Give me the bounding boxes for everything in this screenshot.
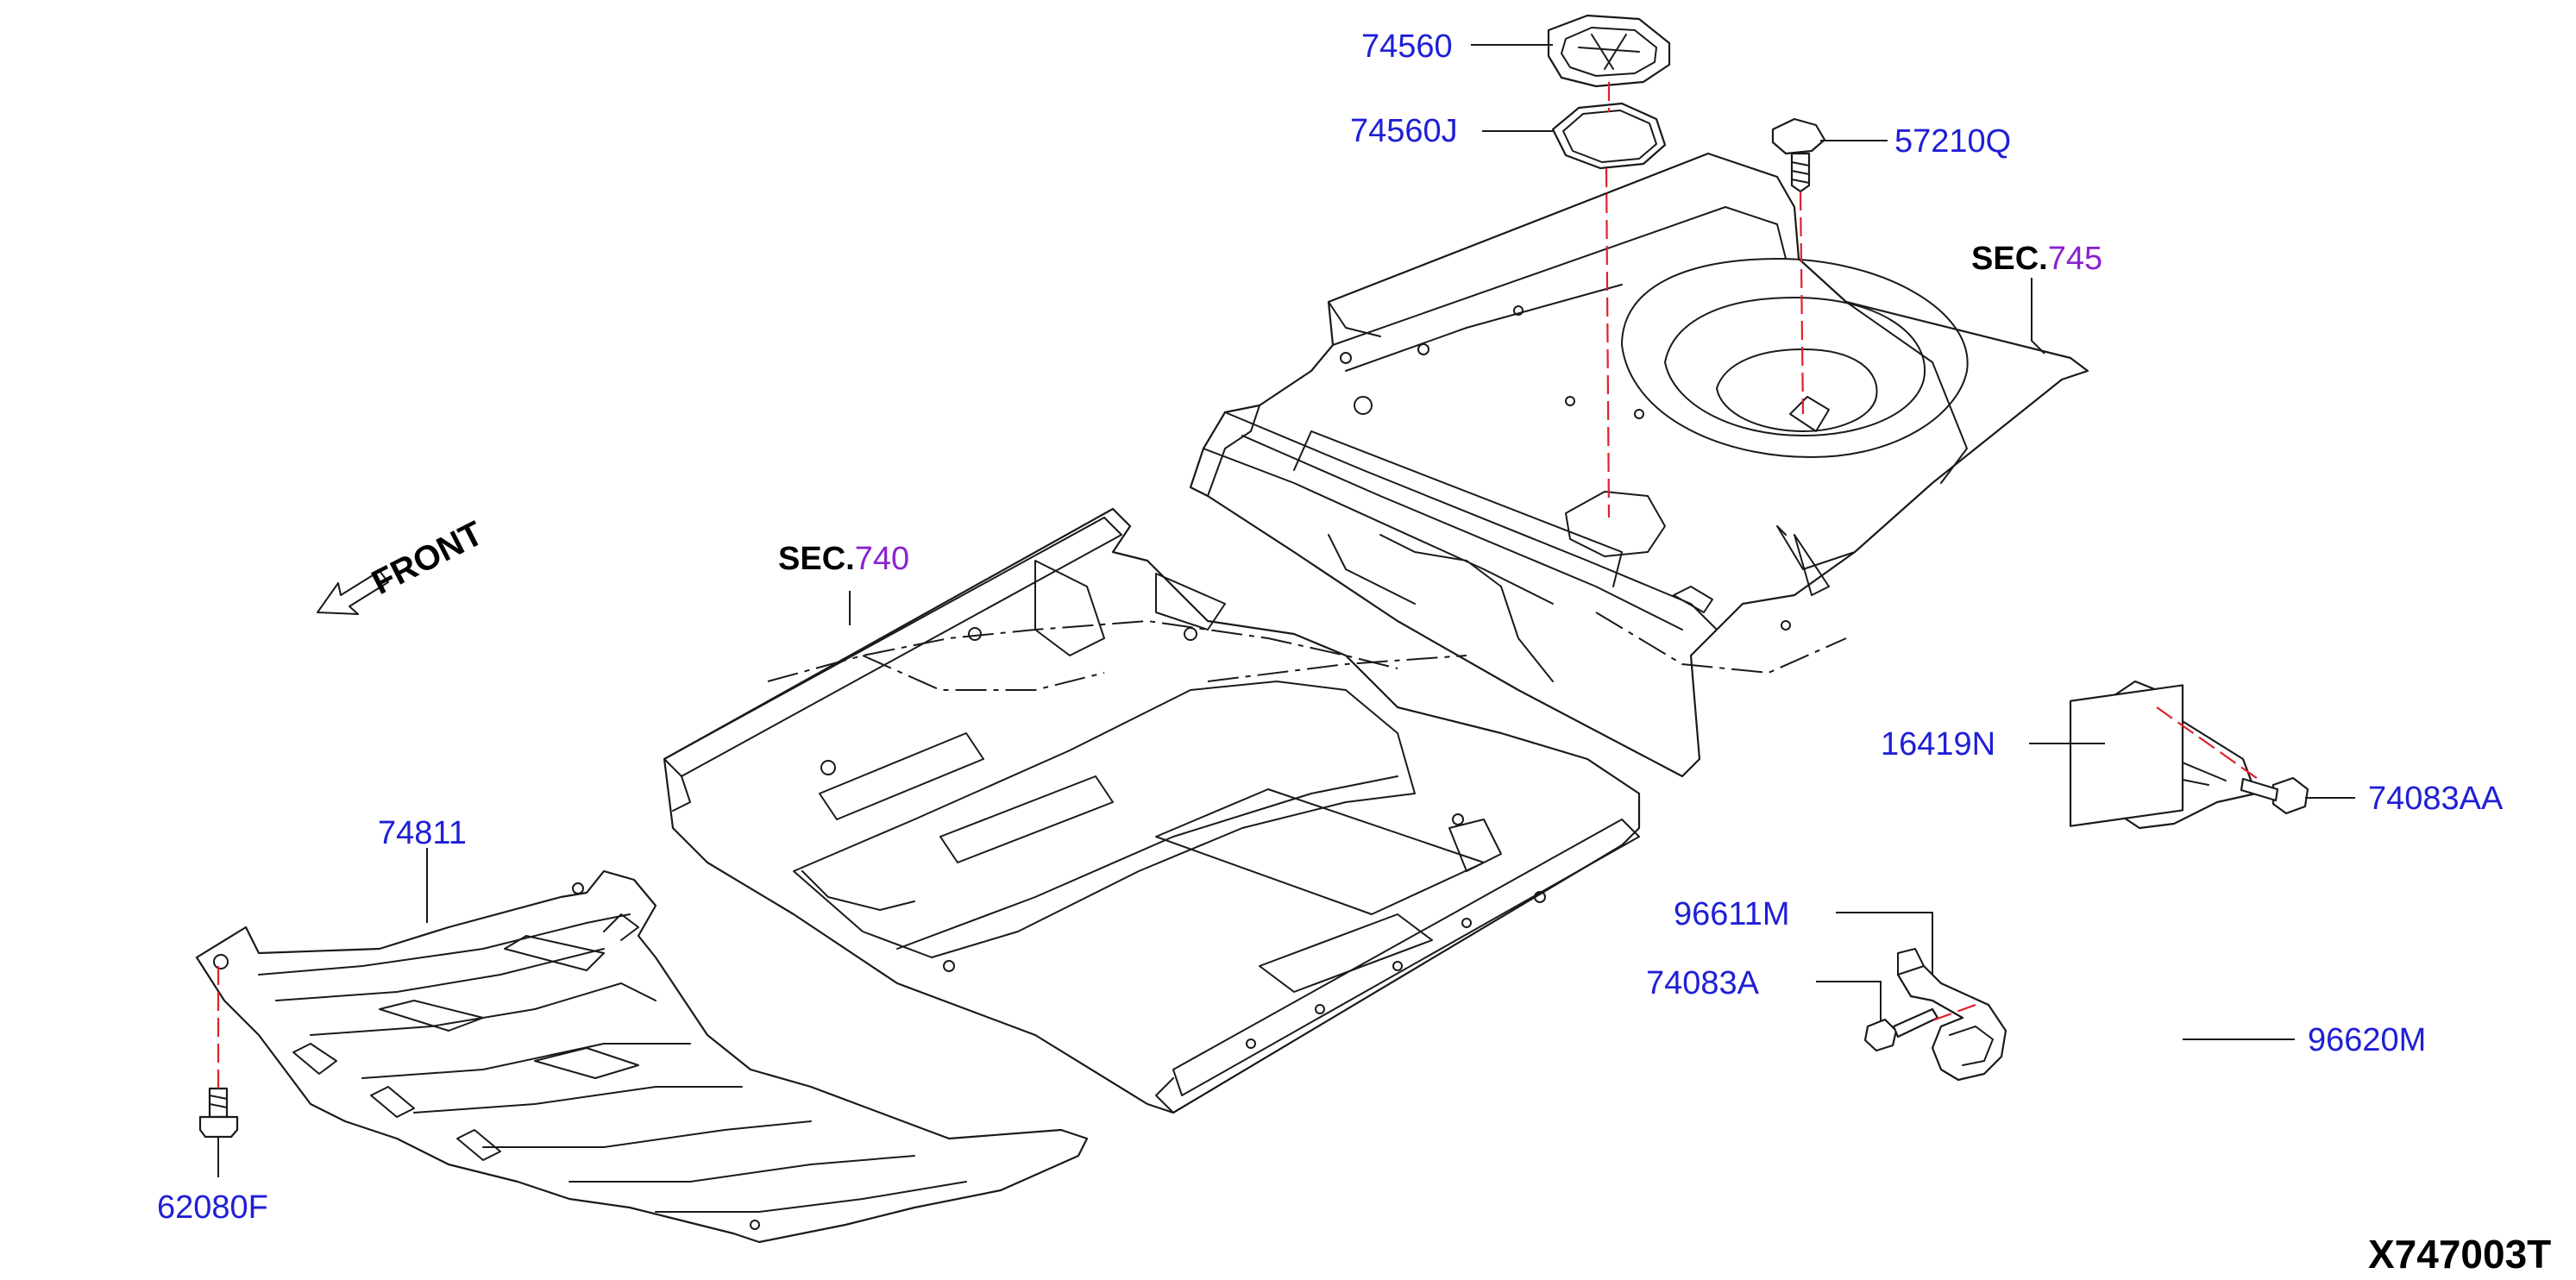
rear-floor-panel <box>1189 152 2089 778</box>
leader-line <box>1836 912 1933 975</box>
part-label-62080F: 62080F <box>157 1189 268 1226</box>
centerline <box>1605 167 1611 518</box>
gasket-74560J <box>1551 102 1667 170</box>
bolt-74083AA <box>2240 776 2309 815</box>
centerline <box>2156 706 2261 781</box>
part-label-16419N: 16419N <box>1881 726 1995 762</box>
part-label-74811: 74811 <box>378 815 467 851</box>
clamp-bolt-57210Q <box>1771 117 1826 193</box>
part-label-74083AA: 74083AA <box>2368 781 2504 817</box>
part-label-57210Q: 57210Q <box>1894 123 2011 160</box>
screw-74083A <box>1863 1007 1939 1052</box>
phantom-line <box>862 655 1105 691</box>
phantom-line <box>767 619 1398 682</box>
section-number: 740 <box>855 541 909 577</box>
section-ref-740: SEC.740 <box>778 541 909 577</box>
leader-line <box>2031 278 2045 355</box>
part-label-74560: 74560 <box>1361 28 1453 65</box>
part-label-96611M: 96611M <box>1674 896 1790 932</box>
front-label: FRONT <box>366 514 489 602</box>
part-label-74560J: 74560J <box>1350 113 1458 149</box>
part-label-74083A: 74083A <box>1646 965 1760 1001</box>
section-number: 745 <box>2048 241 2102 277</box>
section-prefix: SEC. <box>1971 241 2048 277</box>
cover-plate-74560 <box>1547 14 1671 88</box>
centerline <box>1927 1003 1976 1024</box>
front-floor-panel <box>663 507 1641 1114</box>
bolt-62080F <box>198 1087 239 1139</box>
leader-line <box>1816 981 1882 1022</box>
section-ref-745: SEC.745 <box>1971 241 2102 277</box>
phantom-line <box>1595 612 1847 675</box>
clip-96611M <box>1896 948 2007 1082</box>
section-prefix: SEC. <box>778 541 855 577</box>
front-direction-arrow: FRONT <box>317 514 489 615</box>
label-sheet-96620M <box>2069 684 2184 827</box>
part-label-96620M: 96620M <box>2308 1022 2426 1058</box>
phantom-line <box>1207 655 1467 682</box>
under-cover-74811 <box>195 869 1089 1244</box>
diagram-code: X747003T <box>2368 1232 2551 1277</box>
centerline <box>1799 191 1805 415</box>
